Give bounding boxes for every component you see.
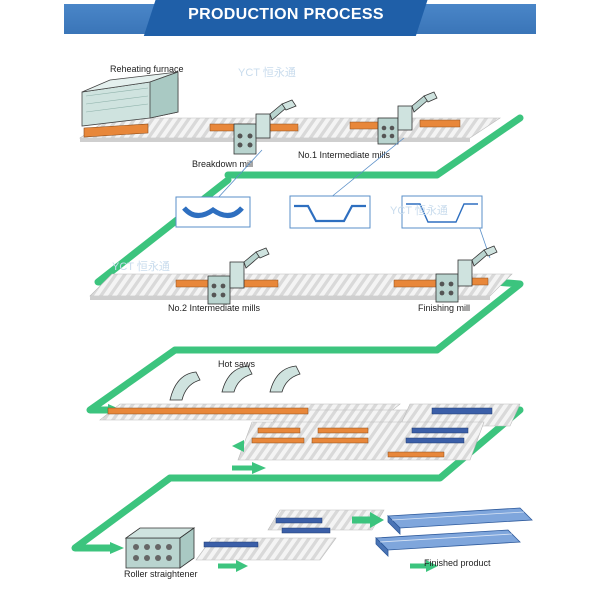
flow-arrowhead-3 <box>232 440 244 452</box>
hot-bar-long <box>107 407 309 415</box>
intermediate-mill-2-icon <box>207 247 270 305</box>
breakdown-mill-icon <box>233 99 297 155</box>
sheet-pile-icon <box>375 507 533 557</box>
flow-arrowhead-5 <box>236 560 248 572</box>
finishing-mill-icon <box>435 245 498 303</box>
profile-shape-icon <box>406 203 478 223</box>
roller-table-2-edge <box>90 296 490 300</box>
roller-table-1-edge <box>80 138 470 142</box>
finished-product-label: Finished product <box>424 558 491 568</box>
flow-arrowhead-2 <box>110 542 124 554</box>
profile-box-3 <box>401 195 483 229</box>
hot-bar-2 <box>267 123 299 132</box>
watermark-1: YCT 恒永通 <box>238 65 296 79</box>
roller-table-4 <box>195 537 337 561</box>
intermediate-mills-2-label: No.2 Intermediate mills <box>168 303 261 313</box>
cooling-bar-1 <box>257 427 301 434</box>
reheating-furnace-label: Reheating furnace <box>110 64 184 74</box>
hot-bar-7 <box>393 279 439 288</box>
cooled-bar-2 <box>411 427 469 434</box>
profile-shape-icon <box>182 206 244 218</box>
callout-line-2 <box>329 137 405 199</box>
breakdown-mill-label: Breakdown mill <box>192 159 253 169</box>
page-title: PRODUCTION PROCESS <box>188 6 384 23</box>
cooling-bar-2 <box>317 427 369 434</box>
cooling-bar-3 <box>251 437 305 444</box>
hot-bar-6 <box>241 279 279 288</box>
cooled-bar-1 <box>431 407 493 415</box>
profile-box-2 <box>289 195 371 229</box>
flow-arrowhead-7 <box>426 560 438 572</box>
intermediate-mills-1-label: No.1 Intermediate mills <box>298 150 391 160</box>
profile-box-1 <box>175 196 251 228</box>
cooled-bar-6 <box>281 527 331 534</box>
reheating-furnace-icon <box>81 71 179 138</box>
callout-line-1 <box>215 149 263 201</box>
roller-straightener-label: Roller straightener <box>124 569 198 579</box>
cooling-bar-4 <box>311 437 369 444</box>
finishing-mill-label: Finishing mill <box>418 303 470 313</box>
cooled-bar-5 <box>275 517 323 524</box>
cooled-bar-3 <box>405 437 465 444</box>
flow-arrow-path <box>71 114 524 552</box>
intermediate-mill-1-icon <box>377 91 438 145</box>
hot-saws-label: Hot saws <box>218 359 256 369</box>
flow-arrowhead-4 <box>252 462 266 474</box>
watermark-3: YCT 恒永通 <box>112 259 170 273</box>
roller-table-4b <box>267 509 385 531</box>
profile-shape-icon <box>294 204 366 223</box>
hot-bar-4 <box>419 119 461 128</box>
cooled-bar-4 <box>203 541 259 548</box>
roller-straightener-icon <box>124 527 196 569</box>
cooling-bar-5 <box>387 451 445 458</box>
flow-arrowhead-6 <box>370 512 384 528</box>
watermark-2: YCT 恒永通 <box>390 203 448 217</box>
saw-blade-icon <box>169 365 301 401</box>
